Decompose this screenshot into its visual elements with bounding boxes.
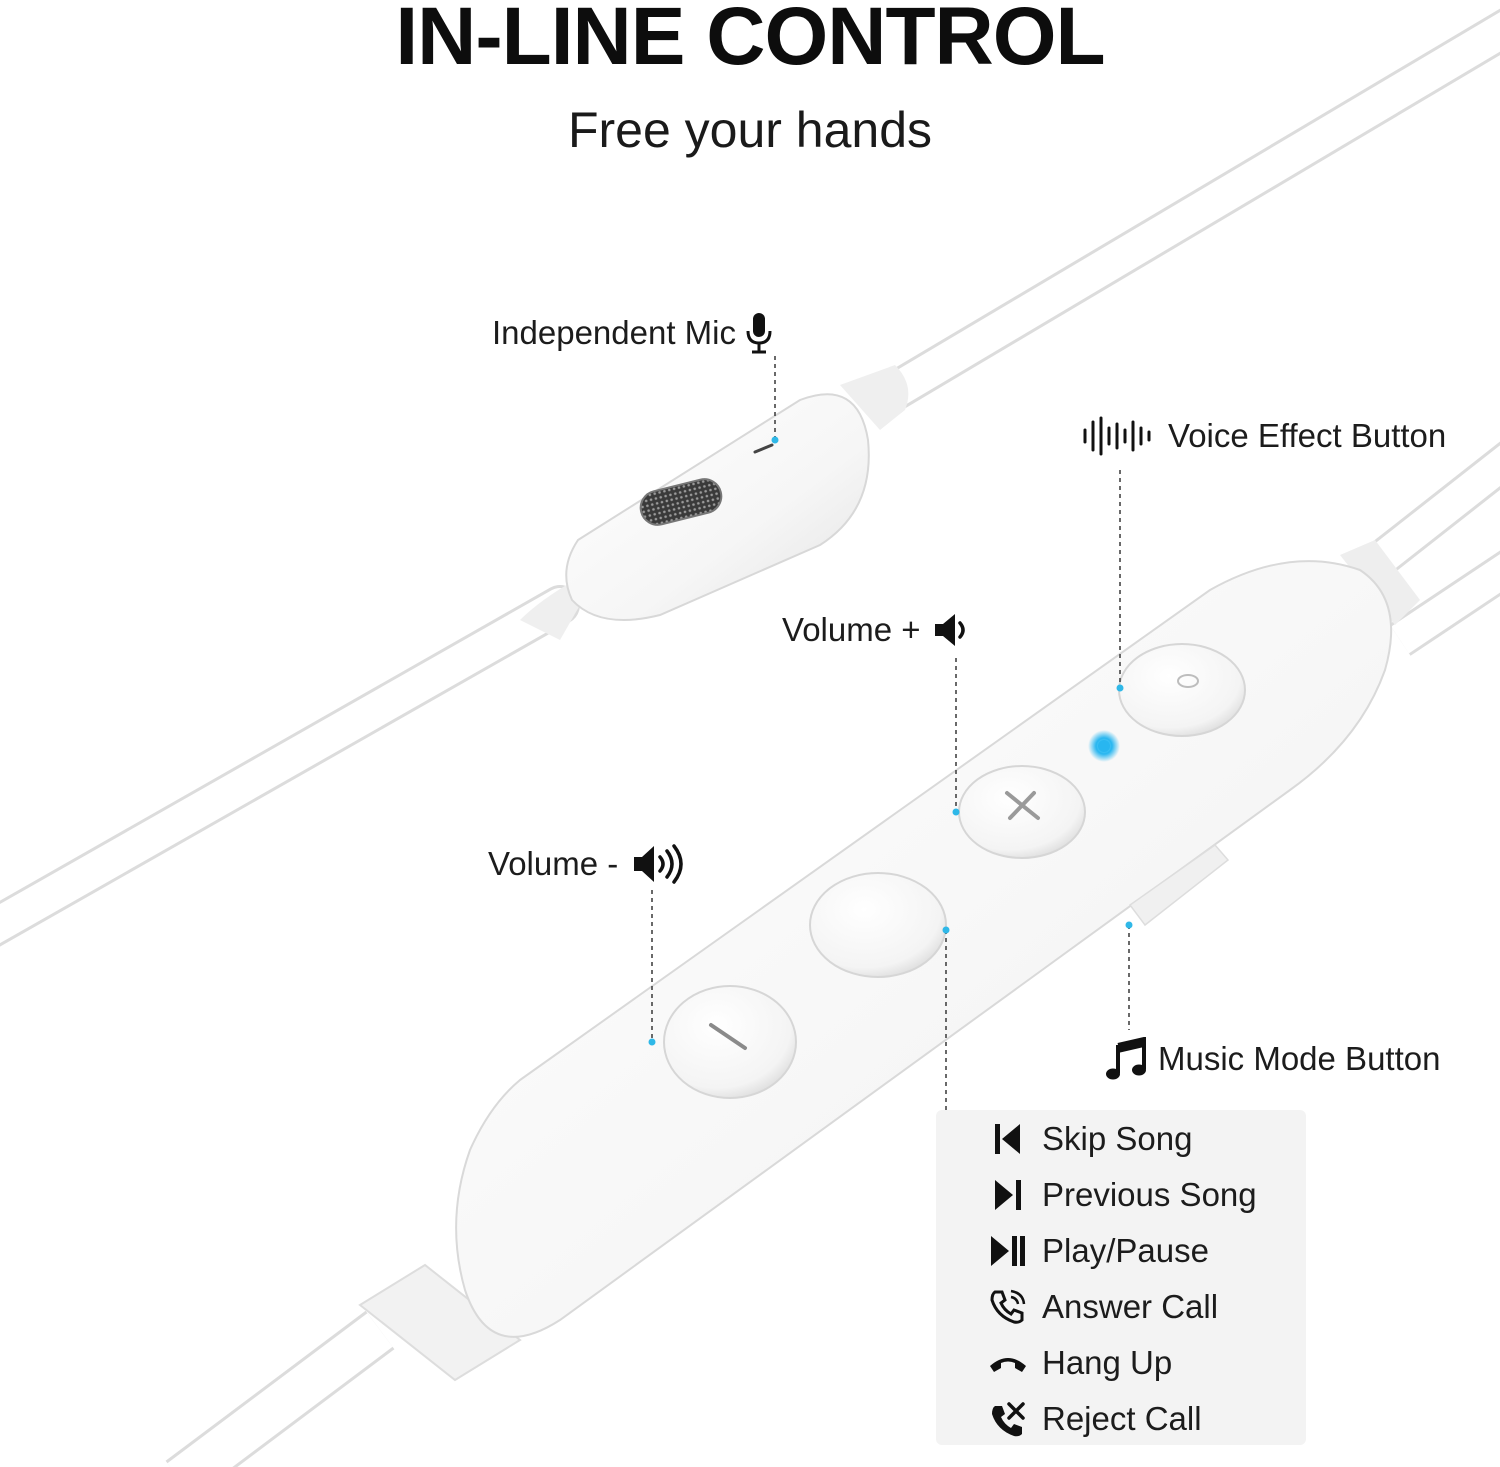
function-label: Skip Song	[1042, 1120, 1193, 1157]
function-label: Answer Call	[1042, 1288, 1219, 1325]
function-item: Reject Call	[988, 1397, 1202, 1441]
callout-volume-up-label: Volume +	[782, 611, 921, 648]
reject-call-icon	[988, 1399, 1028, 1439]
answer-call-icon	[988, 1287, 1028, 1327]
callout-voice-effect-label: Voice Effect Button	[1168, 417, 1447, 454]
voice-effect-button[interactable]	[1118, 643, 1246, 737]
upper-cable	[0, 8, 1500, 947]
function-label: Hang Up	[1042, 1344, 1173, 1381]
leader-dots	[648, 436, 1133, 1046]
function-item: Hang Up	[988, 1341, 1172, 1385]
function-item: Play/Pause	[988, 1229, 1209, 1273]
speaker-low-icon	[934, 614, 965, 646]
lower-cable-right	[1368, 441, 1500, 656]
callout-mic-label: Independent Mic	[492, 314, 737, 351]
multifunction-button[interactable]	[809, 872, 947, 978]
microphone-icon	[746, 313, 772, 354]
mic-pod	[520, 365, 909, 640]
speaker-high-icon	[634, 844, 683, 884]
previous-icon	[988, 1175, 1028, 1215]
function-label: Reject Call	[1042, 1400, 1202, 1437]
callout-independent-mic: Independent Mic	[492, 311, 774, 355]
volume-up-button[interactable]	[958, 765, 1086, 859]
callout-music-mode-label: Music Mode Button	[1158, 1040, 1441, 1077]
callout-music-mode: Music Mode Button	[1104, 1037, 1440, 1081]
status-led	[1088, 730, 1120, 762]
function-item: Answer Call	[988, 1285, 1218, 1329]
page-title: IN-LINE CONTROL	[395, 0, 1105, 82]
volume-down-button[interactable]	[663, 985, 797, 1099]
music-note-icon	[1106, 1037, 1146, 1080]
play-pause-icon	[988, 1231, 1028, 1271]
sound-wave-icon	[1083, 416, 1151, 456]
page-subtitle: Free your hands	[567, 102, 933, 158]
function-label: Previous Song	[1042, 1176, 1257, 1213]
function-item: Previous Song	[988, 1173, 1257, 1217]
function-item: Skip Song	[988, 1117, 1192, 1161]
callout-volume-down: Volume -	[488, 842, 686, 886]
skip-icon	[988, 1119, 1028, 1159]
callout-volume-up: Volume +	[782, 610, 971, 650]
function-list-panel: Skip Song Previous Song Play/Pause	[936, 1110, 1306, 1445]
callout-volume-down-label: Volume -	[488, 845, 619, 882]
hang-up-icon	[988, 1343, 1028, 1383]
callout-voice-effect: Voice Effect Button	[1082, 416, 1446, 456]
function-label: Play/Pause	[1042, 1232, 1209, 1269]
lower-cable-left	[165, 1263, 522, 1467]
leader-lines	[651, 356, 1130, 1110]
